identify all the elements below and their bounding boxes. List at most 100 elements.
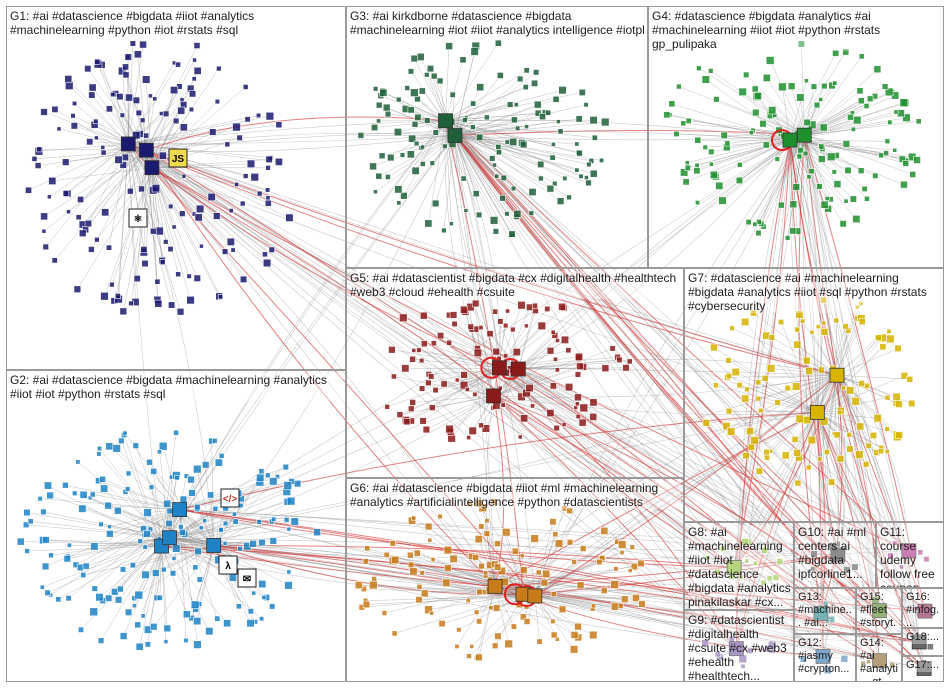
node-g2[interactable] xyxy=(119,566,127,573)
node-g7[interactable] xyxy=(750,309,757,317)
node-g4[interactable] xyxy=(850,126,856,132)
node-g1[interactable] xyxy=(214,98,221,105)
node-g5[interactable] xyxy=(601,364,610,373)
node-g2[interactable] xyxy=(46,491,54,500)
hub-node-g7[interactable] xyxy=(829,367,845,383)
node-g7[interactable] xyxy=(820,327,829,336)
atom-icon[interactable]: ⚛ xyxy=(128,208,148,228)
node-g2[interactable] xyxy=(283,517,290,523)
node-g1[interactable] xyxy=(207,192,216,202)
node-g5[interactable] xyxy=(560,335,570,344)
node-g6[interactable] xyxy=(466,500,473,507)
node-g1[interactable] xyxy=(244,116,251,123)
node-g5[interactable] xyxy=(460,371,468,379)
node-g5[interactable] xyxy=(432,387,439,394)
node-g5[interactable] xyxy=(579,403,589,413)
hub-node-g1[interactable] xyxy=(144,160,160,176)
node-g3[interactable] xyxy=(516,75,524,83)
node-g2[interactable] xyxy=(156,594,163,601)
node-g4[interactable] xyxy=(735,176,744,185)
node-g6[interactable] xyxy=(381,610,388,616)
hub-node-g2[interactable] xyxy=(162,530,177,546)
node-g7[interactable] xyxy=(742,451,750,460)
node-g4[interactable] xyxy=(676,83,682,90)
node-g2[interactable] xyxy=(259,616,265,622)
node-g1[interactable] xyxy=(221,248,229,255)
node-g6[interactable] xyxy=(413,549,421,557)
node-g2[interactable] xyxy=(183,637,189,643)
node-g4[interactable] xyxy=(802,150,809,157)
node-g4[interactable] xyxy=(768,106,777,115)
node-g3[interactable] xyxy=(589,116,598,125)
node-g7[interactable] xyxy=(807,435,817,445)
node-g6[interactable] xyxy=(409,567,418,576)
node-g7[interactable] xyxy=(833,317,840,324)
node-g5[interactable] xyxy=(503,353,509,359)
node-g7[interactable] xyxy=(809,329,815,335)
node-g6[interactable] xyxy=(600,526,609,535)
node-g3[interactable] xyxy=(533,69,540,76)
mail-icon[interactable]: ✉ xyxy=(237,568,257,588)
node-g1[interactable] xyxy=(264,199,272,207)
node-g4[interactable] xyxy=(887,119,893,125)
node-g7[interactable] xyxy=(851,397,860,406)
node-g5[interactable] xyxy=(537,321,546,331)
node-g6[interactable] xyxy=(519,613,527,621)
node-g1[interactable] xyxy=(162,110,170,118)
node-g2[interactable] xyxy=(65,595,72,602)
node-g1[interactable] xyxy=(64,75,73,83)
node-g3[interactable] xyxy=(492,162,497,168)
node-g1[interactable] xyxy=(100,145,106,150)
node-g1[interactable] xyxy=(186,273,192,279)
node-g8[interactable] xyxy=(766,575,773,582)
node-g5[interactable] xyxy=(478,422,484,429)
node-g1[interactable] xyxy=(228,208,234,214)
node-g1[interactable] xyxy=(194,213,203,222)
node-g2[interactable] xyxy=(193,617,202,626)
node-g4[interactable] xyxy=(884,87,894,97)
node-g3[interactable] xyxy=(574,167,580,173)
node-g6[interactable] xyxy=(540,578,549,587)
node-g4[interactable] xyxy=(900,180,908,189)
node-g2[interactable] xyxy=(82,562,90,570)
node-g1[interactable] xyxy=(40,212,48,221)
node-g1[interactable] xyxy=(142,75,151,84)
node-g3[interactable] xyxy=(499,194,506,202)
node-g10[interactable] xyxy=(843,566,851,574)
node-g7[interactable] xyxy=(784,385,791,392)
node-g3[interactable] xyxy=(494,173,500,179)
node-g3[interactable] xyxy=(575,115,583,123)
node-g1[interactable] xyxy=(175,271,181,278)
node-g1[interactable] xyxy=(167,246,174,253)
node-g1[interactable] xyxy=(78,229,87,238)
node-g7[interactable] xyxy=(713,382,719,389)
node-g2[interactable] xyxy=(178,528,186,536)
node-g7[interactable] xyxy=(725,407,733,415)
node-g4[interactable] xyxy=(803,118,811,127)
node-g3[interactable] xyxy=(476,83,485,92)
hub-node-g3[interactable] xyxy=(438,113,453,129)
node-g7[interactable] xyxy=(758,407,764,414)
node-g2[interactable] xyxy=(261,595,267,600)
node-g4[interactable] xyxy=(702,144,708,151)
node-g1[interactable] xyxy=(48,176,57,185)
node-g5[interactable] xyxy=(505,308,510,314)
node-g3[interactable] xyxy=(549,154,556,161)
node-g2[interactable] xyxy=(72,490,78,496)
node-g1[interactable] xyxy=(77,196,85,203)
node-g4[interactable] xyxy=(777,201,785,209)
node-g6[interactable] xyxy=(437,513,443,520)
node-g1[interactable] xyxy=(218,294,224,300)
node-g2[interactable] xyxy=(188,489,196,497)
node-g1[interactable] xyxy=(139,117,146,123)
node-g4[interactable] xyxy=(796,153,803,160)
node-g3[interactable] xyxy=(510,185,517,192)
node-g3[interactable] xyxy=(376,118,381,124)
node-g1[interactable] xyxy=(139,40,147,49)
node-g1[interactable] xyxy=(262,251,268,258)
node-g6[interactable] xyxy=(494,563,502,571)
node-g4[interactable] xyxy=(755,229,762,237)
node-g1[interactable] xyxy=(62,158,70,166)
node-g2[interactable] xyxy=(77,626,85,633)
node-g4[interactable] xyxy=(858,53,865,60)
